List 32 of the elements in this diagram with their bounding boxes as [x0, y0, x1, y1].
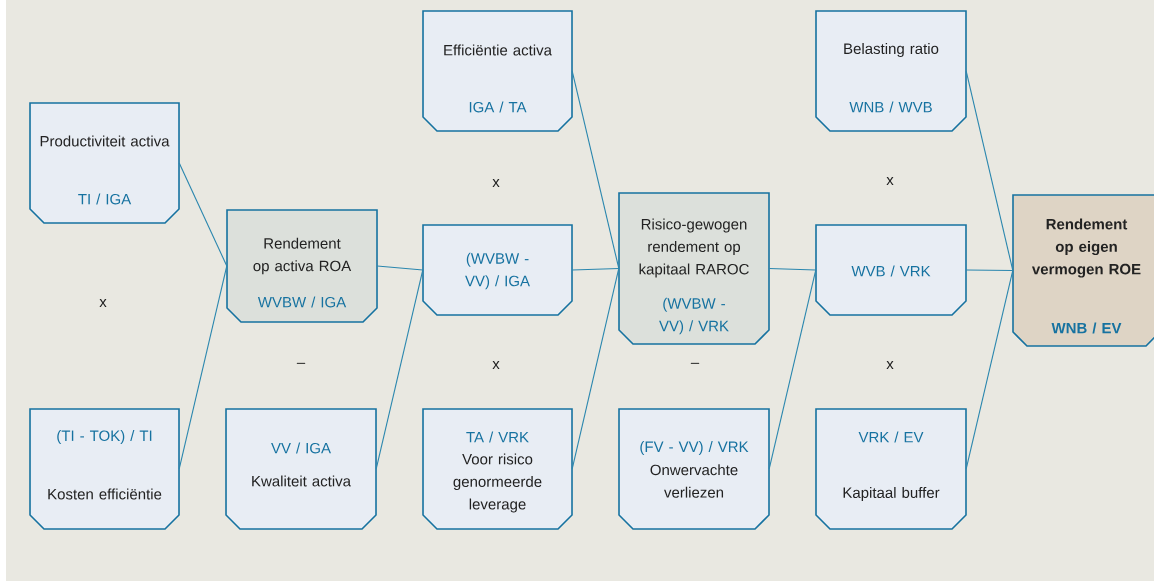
metric-box: TA / VRK Voor risico genormeerde leverage — [422, 408, 573, 530]
operator-sign: – — [690, 362, 700, 364]
connector-line — [571, 267, 620, 271]
operator-sign: x — [99, 299, 107, 307]
metric-box: (FV - VV) / VRK Onwervachte verliezen — [618, 408, 770, 530]
metric-box: VRK / EV Kapitaal buffer — [815, 408, 967, 530]
connector-line — [965, 269, 1014, 272]
operator-sign: x — [886, 177, 894, 185]
operator-sign: – — [296, 362, 306, 364]
connector-line — [571, 267, 620, 470]
connector-line — [965, 70, 1014, 272]
metric-box: Belasting ratio WNB / WVB — [815, 10, 967, 132]
metric-box: Efficiëntie activa IGA / TA — [422, 10, 573, 132]
connector-line — [376, 265, 424, 271]
operator-sign: x — [492, 361, 500, 369]
metric-box: (WVBW - VV) / IGA — [422, 224, 573, 316]
metric-box: (TI - TOK) / TI Kosten efficiëntie — [29, 408, 180, 530]
metric-box: Rendement op activa ROA WVBW / IGA — [226, 209, 378, 323]
metric-box: Risico-gewogen rendement op kapitaal RAROC (WVBW - VV) / VRK — [618, 192, 770, 345]
connector-line — [965, 269, 1014, 470]
connector-line — [571, 70, 620, 270]
operator-sign: x — [886, 361, 894, 369]
metric-box: Rendement op eigen vermogen ROE WNB / EV — [1012, 194, 1154, 347]
metric-box: Productiviteit activa TI / IGA — [29, 102, 180, 224]
metric-box: WVB / VRK — [815, 224, 967, 316]
operator-sign: x — [492, 179, 500, 187]
connector-line — [178, 162, 228, 267]
connector-line — [768, 267, 817, 271]
metric-box: VV / IGA Kwaliteit activa — [225, 408, 377, 530]
connector-line — [768, 269, 817, 470]
connector-line — [375, 269, 424, 470]
connector-line — [178, 265, 228, 470]
